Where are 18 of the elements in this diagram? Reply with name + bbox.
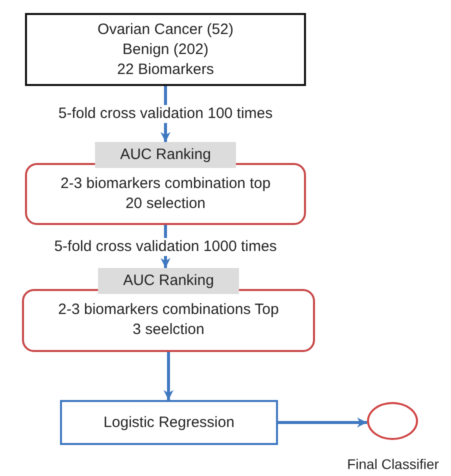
box-text: 22 Biomarkers <box>117 60 214 80</box>
process-box <box>60 400 278 445</box>
box-text: 2-3 biomarkers combinations Top 3 seelction <box>57 300 280 340</box>
edge-label: 5-fold cross validation 1000 times <box>52 238 279 256</box>
box-text: Ovarian Cancer (52) <box>98 20 234 40</box>
box-text: Benign (202) <box>122 40 208 60</box>
section-heading: AUC Ranking <box>98 268 239 294</box>
box-text: Logistic Regression <box>104 412 234 432</box>
edge-label: 5-fold cross validation 100 times <box>56 105 275 123</box>
process-box <box>25 142 306 225</box>
node-caption: Final Classifier <box>347 456 439 472</box>
arrow <box>164 352 174 400</box>
box-text: 2-3 biomarkers combination top 20 selection <box>60 174 272 214</box>
arrow <box>278 418 367 428</box>
section-heading: AUC Ranking <box>95 142 236 168</box>
input-box <box>25 13 306 86</box>
terminal-circle <box>367 402 418 440</box>
process-box <box>22 268 315 352</box>
